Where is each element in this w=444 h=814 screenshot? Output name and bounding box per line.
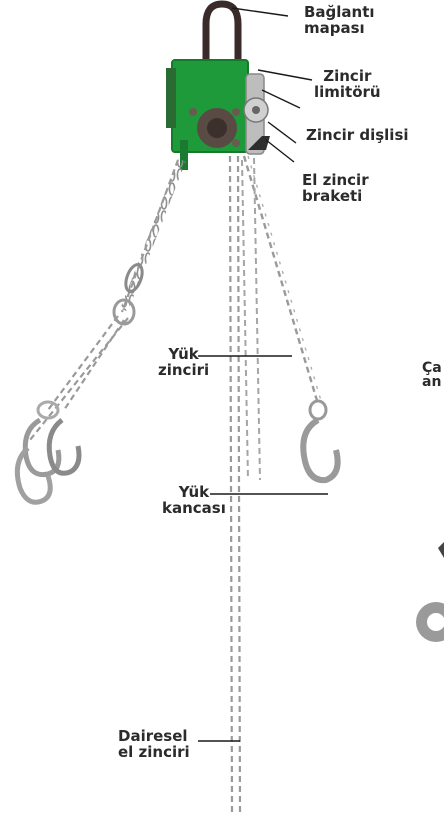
label-chain-sprocket: Zincir dişlisi xyxy=(306,127,409,143)
partial-object-right xyxy=(416,542,444,642)
label-cut-off: Ça an xyxy=(422,361,442,389)
hand-chain-loop xyxy=(230,156,260,812)
label-hand-chain-loop: Dairesel el zinciri xyxy=(118,728,190,760)
connection-shackle xyxy=(206,4,238,62)
label-connection-shackle: Bağlantı mapası xyxy=(304,4,375,36)
load-chain-left xyxy=(30,160,182,440)
label-hand-chain-bracket: El zincir braketi xyxy=(302,172,369,204)
load-hook-left-cluster xyxy=(17,402,79,502)
load-hook-right xyxy=(303,401,337,480)
label-load-chain: Yük zinciri xyxy=(158,346,209,378)
hoist-body xyxy=(166,60,248,170)
label-chain-limiter: Zincir limitörü xyxy=(314,68,381,100)
label-load-hook: Yük kancası xyxy=(162,484,226,516)
